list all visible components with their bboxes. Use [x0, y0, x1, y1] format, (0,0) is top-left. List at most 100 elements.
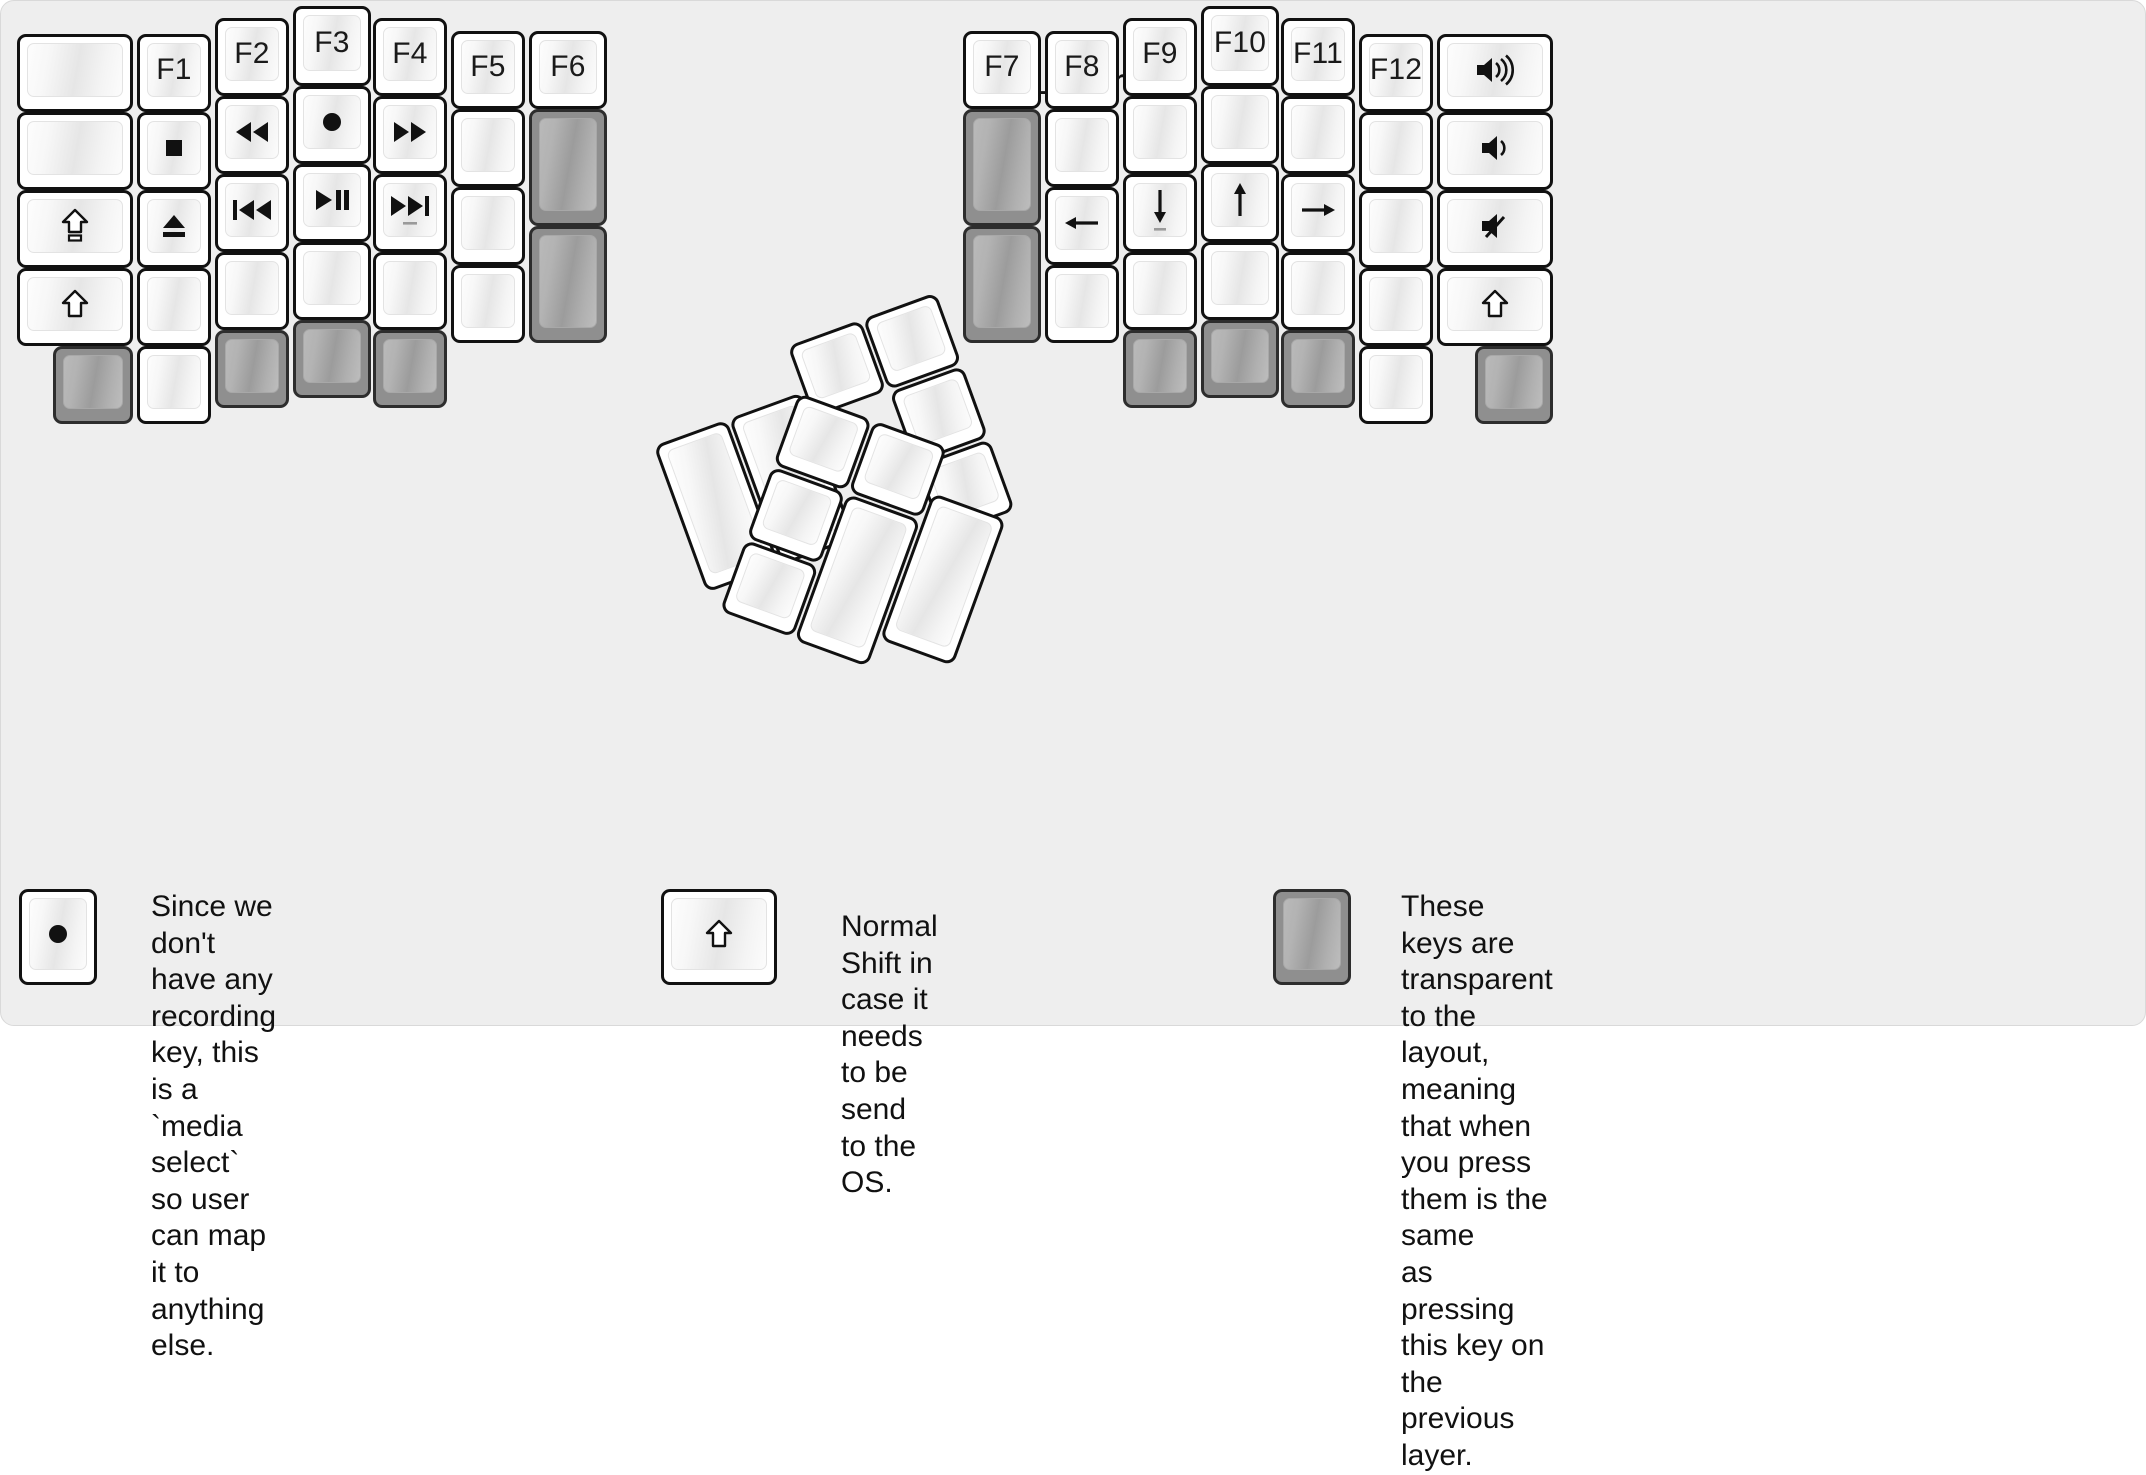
- key-transparent[interactable]: [1475, 346, 1553, 424]
- key-media-record[interactable]: [293, 86, 371, 164]
- key-blank[interactable]: [137, 346, 211, 424]
- keycap-surface: [383, 339, 437, 393]
- key-f8[interactable]: F8: [1045, 31, 1119, 109]
- keycap-surface: [63, 355, 123, 409]
- key-label: F5: [470, 50, 506, 83]
- key-f1[interactable]: F1: [137, 34, 211, 112]
- key-media-prev-track[interactable]: [215, 174, 289, 252]
- media-record-icon: [316, 106, 348, 138]
- key-label: F10: [1213, 26, 1267, 59]
- key-blank[interactable]: [1281, 252, 1355, 330]
- keycap-surface: [147, 277, 201, 331]
- key-arrow-up[interactable]: [1201, 164, 1279, 242]
- key-f7[interactable]: F7: [963, 31, 1041, 109]
- key-volume-up[interactable]: [1437, 34, 1553, 112]
- key-transparent[interactable]: [963, 226, 1041, 343]
- key-blank[interactable]: [1359, 346, 1433, 424]
- key-transparent[interactable]: [529, 109, 607, 226]
- key-blank[interactable]: [215, 252, 289, 330]
- key-transparent[interactable]: [1123, 330, 1197, 408]
- key-blank[interactable]: [1281, 96, 1355, 174]
- volume-down-icon: [1478, 132, 1512, 164]
- keycap-surface: [461, 274, 515, 328]
- key-blank[interactable]: [1359, 112, 1433, 190]
- key-transparent[interactable]: [1201, 320, 1279, 398]
- keycap-surface: [760, 478, 834, 547]
- keycap-surface: [539, 235, 597, 328]
- key-blank[interactable]: [17, 34, 133, 112]
- keycap-surface: [1447, 199, 1543, 253]
- media-play-pause-icon: [312, 187, 352, 213]
- keycap-surface: [1369, 355, 1423, 409]
- key-f9[interactable]: F9: [1123, 18, 1197, 96]
- volume-mute-icon: [1478, 210, 1512, 242]
- key-volume-down[interactable]: [1437, 112, 1553, 190]
- keycap-surface: [1055, 196, 1109, 250]
- legend-media-select-text: Since we don't have any recording key, t…: [151, 890, 277, 1363]
- key-blank[interactable]: [373, 252, 447, 330]
- key-media-fast-forward[interactable]: [373, 96, 447, 174]
- key-arrow-down[interactable]: [1123, 174, 1197, 252]
- key-caps-lock[interactable]: [17, 190, 133, 268]
- legend-transparent-key-sample: [1273, 889, 1351, 985]
- key-blank[interactable]: [1123, 252, 1197, 330]
- key-transparent[interactable]: [373, 330, 447, 408]
- keycap-surface: [383, 183, 437, 237]
- keycap-surface: F8: [1055, 40, 1109, 94]
- keycap-surface: F10: [1211, 15, 1269, 71]
- key-blank[interactable]: [1201, 242, 1279, 320]
- keycap-surface: [383, 105, 437, 159]
- key-blank[interactable]: [293, 242, 371, 320]
- key-f4[interactable]: F4: [373, 18, 447, 96]
- key-blank[interactable]: [17, 112, 133, 190]
- legend-normal-shift-text: Normal Shift in case it needs to be send…: [841, 910, 938, 1200]
- key-media-stop[interactable]: [137, 112, 211, 190]
- key-shift[interactable]: [17, 268, 133, 346]
- key-f10[interactable]: F10: [1201, 6, 1279, 86]
- key-blank[interactable]: [1045, 265, 1119, 343]
- key-f12[interactable]: F12: [1359, 34, 1433, 112]
- key-f11[interactable]: F11: [1281, 18, 1355, 96]
- key-media-play-pause[interactable]: [293, 164, 371, 242]
- legend-media-select-key-sample: [19, 889, 97, 985]
- key-media-rewind[interactable]: [215, 96, 289, 174]
- key-f5[interactable]: F5: [451, 31, 525, 109]
- key-transparent[interactable]: [963, 109, 1041, 226]
- key-transparent[interactable]: [293, 320, 371, 398]
- caps-lock-icon: [60, 208, 90, 244]
- key-f3[interactable]: F3: [293, 6, 371, 86]
- media-fast-forward-icon: [390, 119, 430, 145]
- key-blank[interactable]: [1359, 190, 1433, 268]
- key-blank[interactable]: [137, 268, 211, 346]
- key-volume-mute[interactable]: [1437, 190, 1553, 268]
- key-blank[interactable]: [451, 265, 525, 343]
- key-shift[interactable]: [1437, 268, 1553, 346]
- key-blank[interactable]: [451, 187, 525, 265]
- key-blank[interactable]: [1123, 96, 1197, 174]
- key-transparent[interactable]: [53, 346, 133, 424]
- keycap-surface: [862, 432, 935, 501]
- key-f2[interactable]: F2: [215, 18, 289, 96]
- arrow-left-icon: [1062, 210, 1102, 236]
- keycap-surface: [799, 331, 873, 401]
- key-blank[interactable]: [1359, 268, 1433, 346]
- key-blank[interactable]: [451, 109, 525, 187]
- key-blank[interactable]: [1045, 109, 1119, 187]
- key-arrow-right[interactable]: [1281, 174, 1355, 252]
- keycap-surface: [1133, 339, 1187, 393]
- key-arrow-left[interactable]: [1045, 187, 1119, 265]
- key-blank[interactable]: [1201, 86, 1279, 164]
- media-stop-icon: [159, 133, 189, 163]
- key-media-eject[interactable]: [137, 190, 211, 268]
- media-next-track-icon: [388, 193, 432, 227]
- key-transparent[interactable]: [215, 330, 289, 408]
- keycap-surface: [461, 196, 515, 250]
- key-transparent[interactable]: [529, 226, 607, 343]
- key-f6[interactable]: F6: [529, 31, 607, 109]
- key-media-next-track[interactable]: [373, 174, 447, 252]
- keycap-surface: [147, 199, 201, 253]
- keycap-surface: [27, 43, 123, 97]
- key-transparent[interactable]: [1281, 330, 1355, 408]
- keycap-surface: F4: [383, 27, 437, 81]
